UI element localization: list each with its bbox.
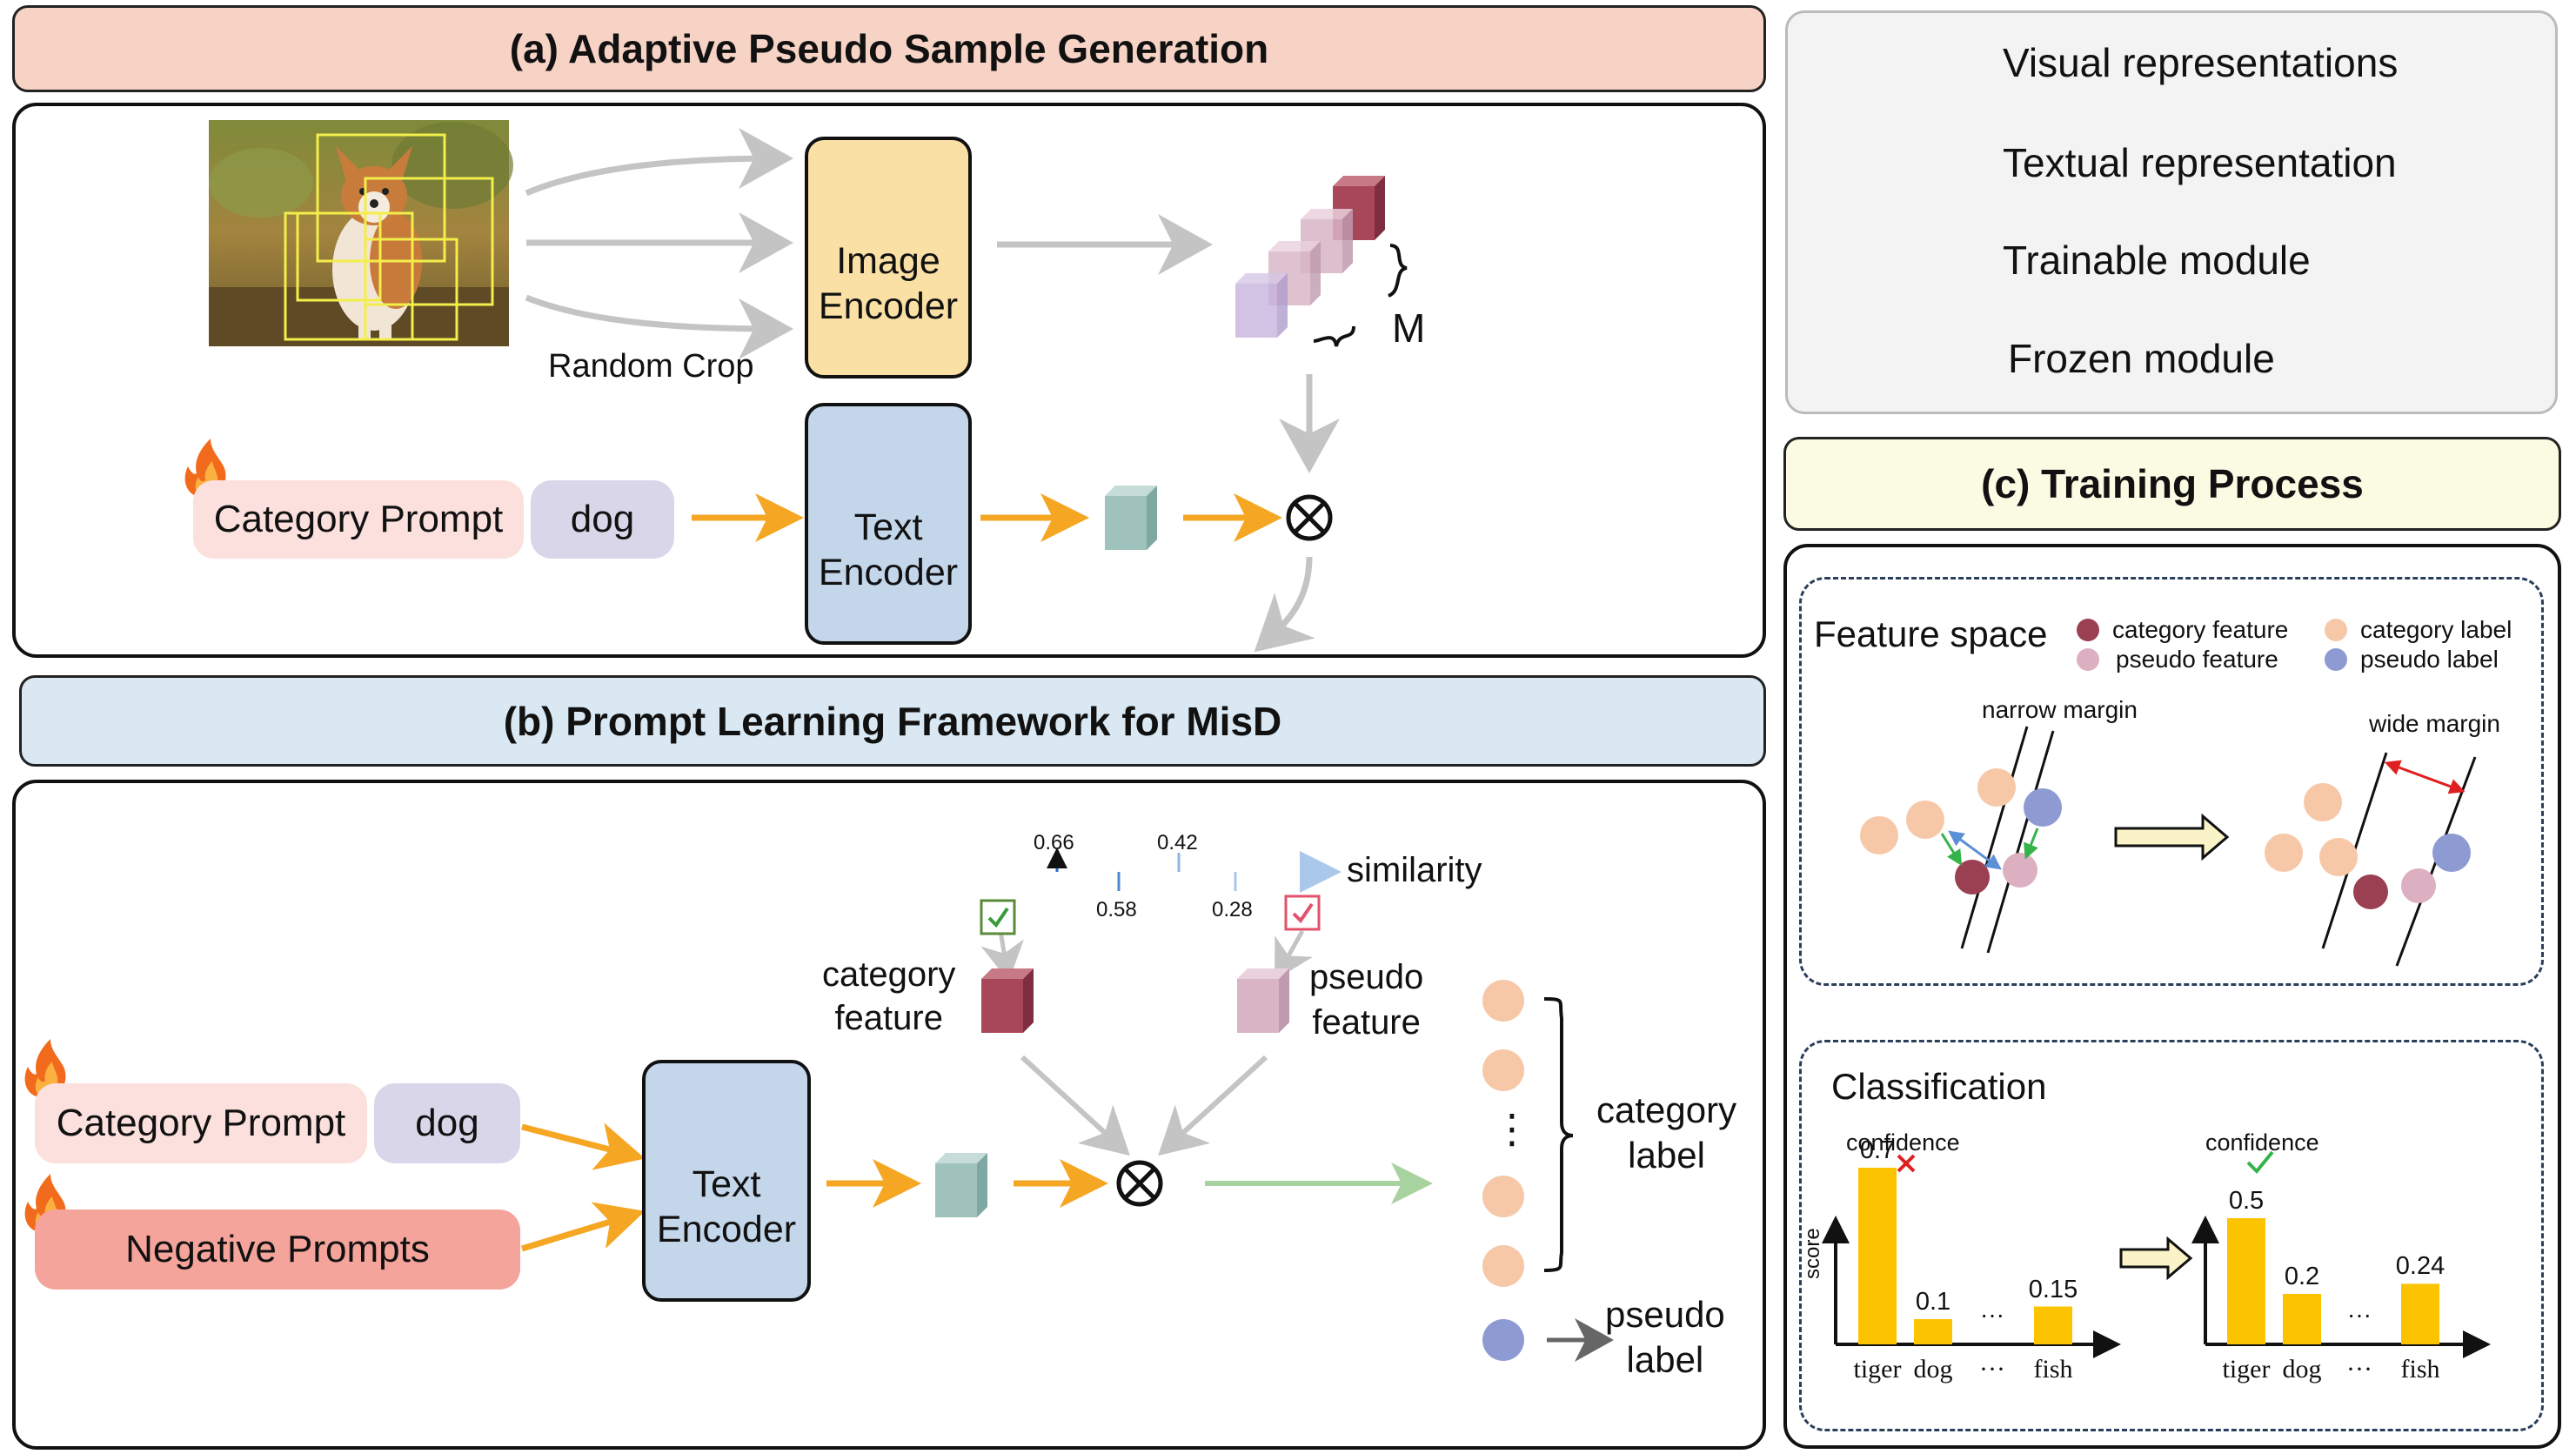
- label-ellipsis: ⋮: [1492, 1106, 1532, 1151]
- check-box-pseudo: [1284, 895, 1321, 931]
- category-tick-after-3: fish: [2400, 1355, 2440, 1384]
- wide-margin-label: wide margin: [2369, 710, 2500, 737]
- category-label-text: category label: [1596, 1088, 1736, 1178]
- panel-a: [12, 103, 1766, 658]
- class-word-b: dog: [374, 1083, 520, 1163]
- pseudo-label-line1: pseudo: [1605, 1294, 1725, 1335]
- bar-value-before-2: ···: [1980, 1301, 2004, 1328]
- category-tick-before-2: ···: [1979, 1355, 2005, 1384]
- category-feature-line1: category: [822, 955, 956, 994]
- panel-a-connectors: [525, 128, 1340, 653]
- bar-after-fish: [2401, 1283, 2439, 1344]
- bar-before-dog: [1914, 1319, 1952, 1344]
- legend-category-label: category label: [2360, 616, 2512, 643]
- classification-charts: [1822, 1150, 2491, 1358]
- pseudo-label-text: pseudo label: [1605, 1292, 1725, 1383]
- visual-representation-stack: [1235, 176, 1408, 347]
- product-operator-a: [1286, 494, 1333, 541]
- check-box-category: [980, 899, 1016, 935]
- similarity-value-0: 0.66: [1034, 831, 1074, 854]
- panel-b-connectors: [520, 929, 1614, 1362]
- pseudo-feature-line1: pseudo: [1309, 958, 1424, 996]
- text-encoder-b-line1: Text: [692, 1163, 761, 1205]
- pseudo-feature-label: pseudo feature: [1309, 955, 1423, 1045]
- category-tick-before-0: tiger: [1853, 1355, 1902, 1384]
- category-prompt-b: Category Prompt: [35, 1083, 367, 1163]
- legend-pseudo-label: pseudo label: [2360, 646, 2499, 673]
- m-label: M: [1392, 305, 1426, 351]
- classification-box: [1799, 1040, 2544, 1431]
- panel-c: [1783, 544, 2561, 1449]
- panel-c-title: (c) Training Process: [1783, 437, 2561, 531]
- bar-value-after-0: 0.5: [2228, 1187, 2265, 1215]
- bars-after: [2227, 1218, 2439, 1344]
- legend-panel: [1785, 10, 2558, 414]
- panel-b-title: (b) Prompt Learning Framework for MisD: [19, 675, 1766, 767]
- dog-image: [209, 120, 513, 346]
- text-encoder-b-line2: Encoder: [656, 1209, 797, 1250]
- bar-value-after-1: 0.2: [2284, 1263, 2320, 1290]
- feature-space-plot: [1860, 619, 2477, 967]
- image-encoder: Image Encoder: [805, 137, 972, 379]
- bar-value-before-1: 0.1: [1915, 1288, 1951, 1316]
- bar-value-before-3: 0.15: [2028, 1275, 2078, 1303]
- category-tick-after-0: tiger: [2222, 1355, 2271, 1384]
- panel-a-title: (a) Adaptive Pseudo Sample Generation: [12, 5, 1766, 92]
- bars-before: [1858, 1168, 2072, 1344]
- legend-category-feature: category feature: [2112, 616, 2289, 643]
- confidence-label-before: confidence: [1846, 1129, 1960, 1156]
- category-prompt-a: Category Prompt: [193, 480, 524, 559]
- category-label-line1: category: [1596, 1089, 1737, 1130]
- pseudo-feature-line2: feature: [1312, 1003, 1421, 1042]
- text-encoder-b: Text Encoder: [642, 1060, 811, 1302]
- category-tick-after-2: ···: [2346, 1355, 2372, 1384]
- bar-value-before-0: 0.7: [1859, 1136, 1896, 1164]
- confidence-label-after: confidence: [2205, 1129, 2319, 1156]
- bar-after-dog: [2283, 1294, 2321, 1344]
- similarity-value-2: 0.58: [1096, 898, 1137, 921]
- text-encoder-a-line2: Encoder: [818, 552, 959, 593]
- legend-item-frozen: Frozen module: [2008, 336, 2275, 381]
- pseudo-label-line2: label: [1626, 1339, 1704, 1380]
- random-crop-label: Random Crop: [548, 348, 754, 385]
- text-encoder-a: Text Encoder: [805, 403, 972, 645]
- similarity-value-1: 0.42: [1157, 831, 1198, 854]
- panel-b: [12, 780, 1766, 1450]
- category-feature-line2: feature: [834, 999, 943, 1037]
- narrow-margin-label: narrow margin: [1982, 696, 2138, 723]
- feature-space-title: Feature space: [1814, 613, 2048, 654]
- score-axis-label: score: [1801, 1228, 1824, 1279]
- category-label-line2: label: [1628, 1135, 1705, 1176]
- similarity-axis: [1005, 848, 1342, 893]
- category-tick-before-1: dog: [1913, 1355, 1953, 1384]
- classification-title: Classification: [1831, 1066, 2047, 1107]
- text-encoder-a-line1: Text: [853, 506, 923, 548]
- image-encoder-line1: Image: [836, 240, 940, 282]
- product-operator-b: [1116, 1160, 1163, 1207]
- legend-item-textual: Textual representation: [2003, 140, 2397, 185]
- bar-before-fish: [2034, 1306, 2072, 1344]
- bar-value-after-3: 0.24: [2395, 1252, 2446, 1281]
- category-label-brace: [1543, 997, 1574, 1272]
- legend-item-trainable: Trainable module: [2003, 238, 2311, 283]
- negative-prompts: Negative Prompts: [35, 1209, 520, 1290]
- category-tick-before-3: fish: [2033, 1355, 2073, 1384]
- similarity-value-3: 0.28: [1212, 898, 1253, 921]
- bar-before-tiger: [1858, 1168, 1897, 1344]
- image-encoder-line2: Encoder: [818, 285, 959, 327]
- legend-item-visual: Visual representations: [2003, 40, 2399, 85]
- bar-value-after-2: ···: [2347, 1301, 2372, 1328]
- bar-after-tiger: [2227, 1218, 2265, 1344]
- label-dots: [1482, 980, 1524, 1361]
- legend-pseudo-feature: pseudo feature: [2116, 646, 2278, 673]
- category-tick-after-1: dog: [2282, 1355, 2322, 1384]
- similarity-label: similarity: [1347, 851, 1482, 889]
- class-word-a: dog: [531, 480, 674, 559]
- category-feature-label: category feature: [822, 953, 955, 1040]
- feature-space-box: [1799, 577, 2544, 986]
